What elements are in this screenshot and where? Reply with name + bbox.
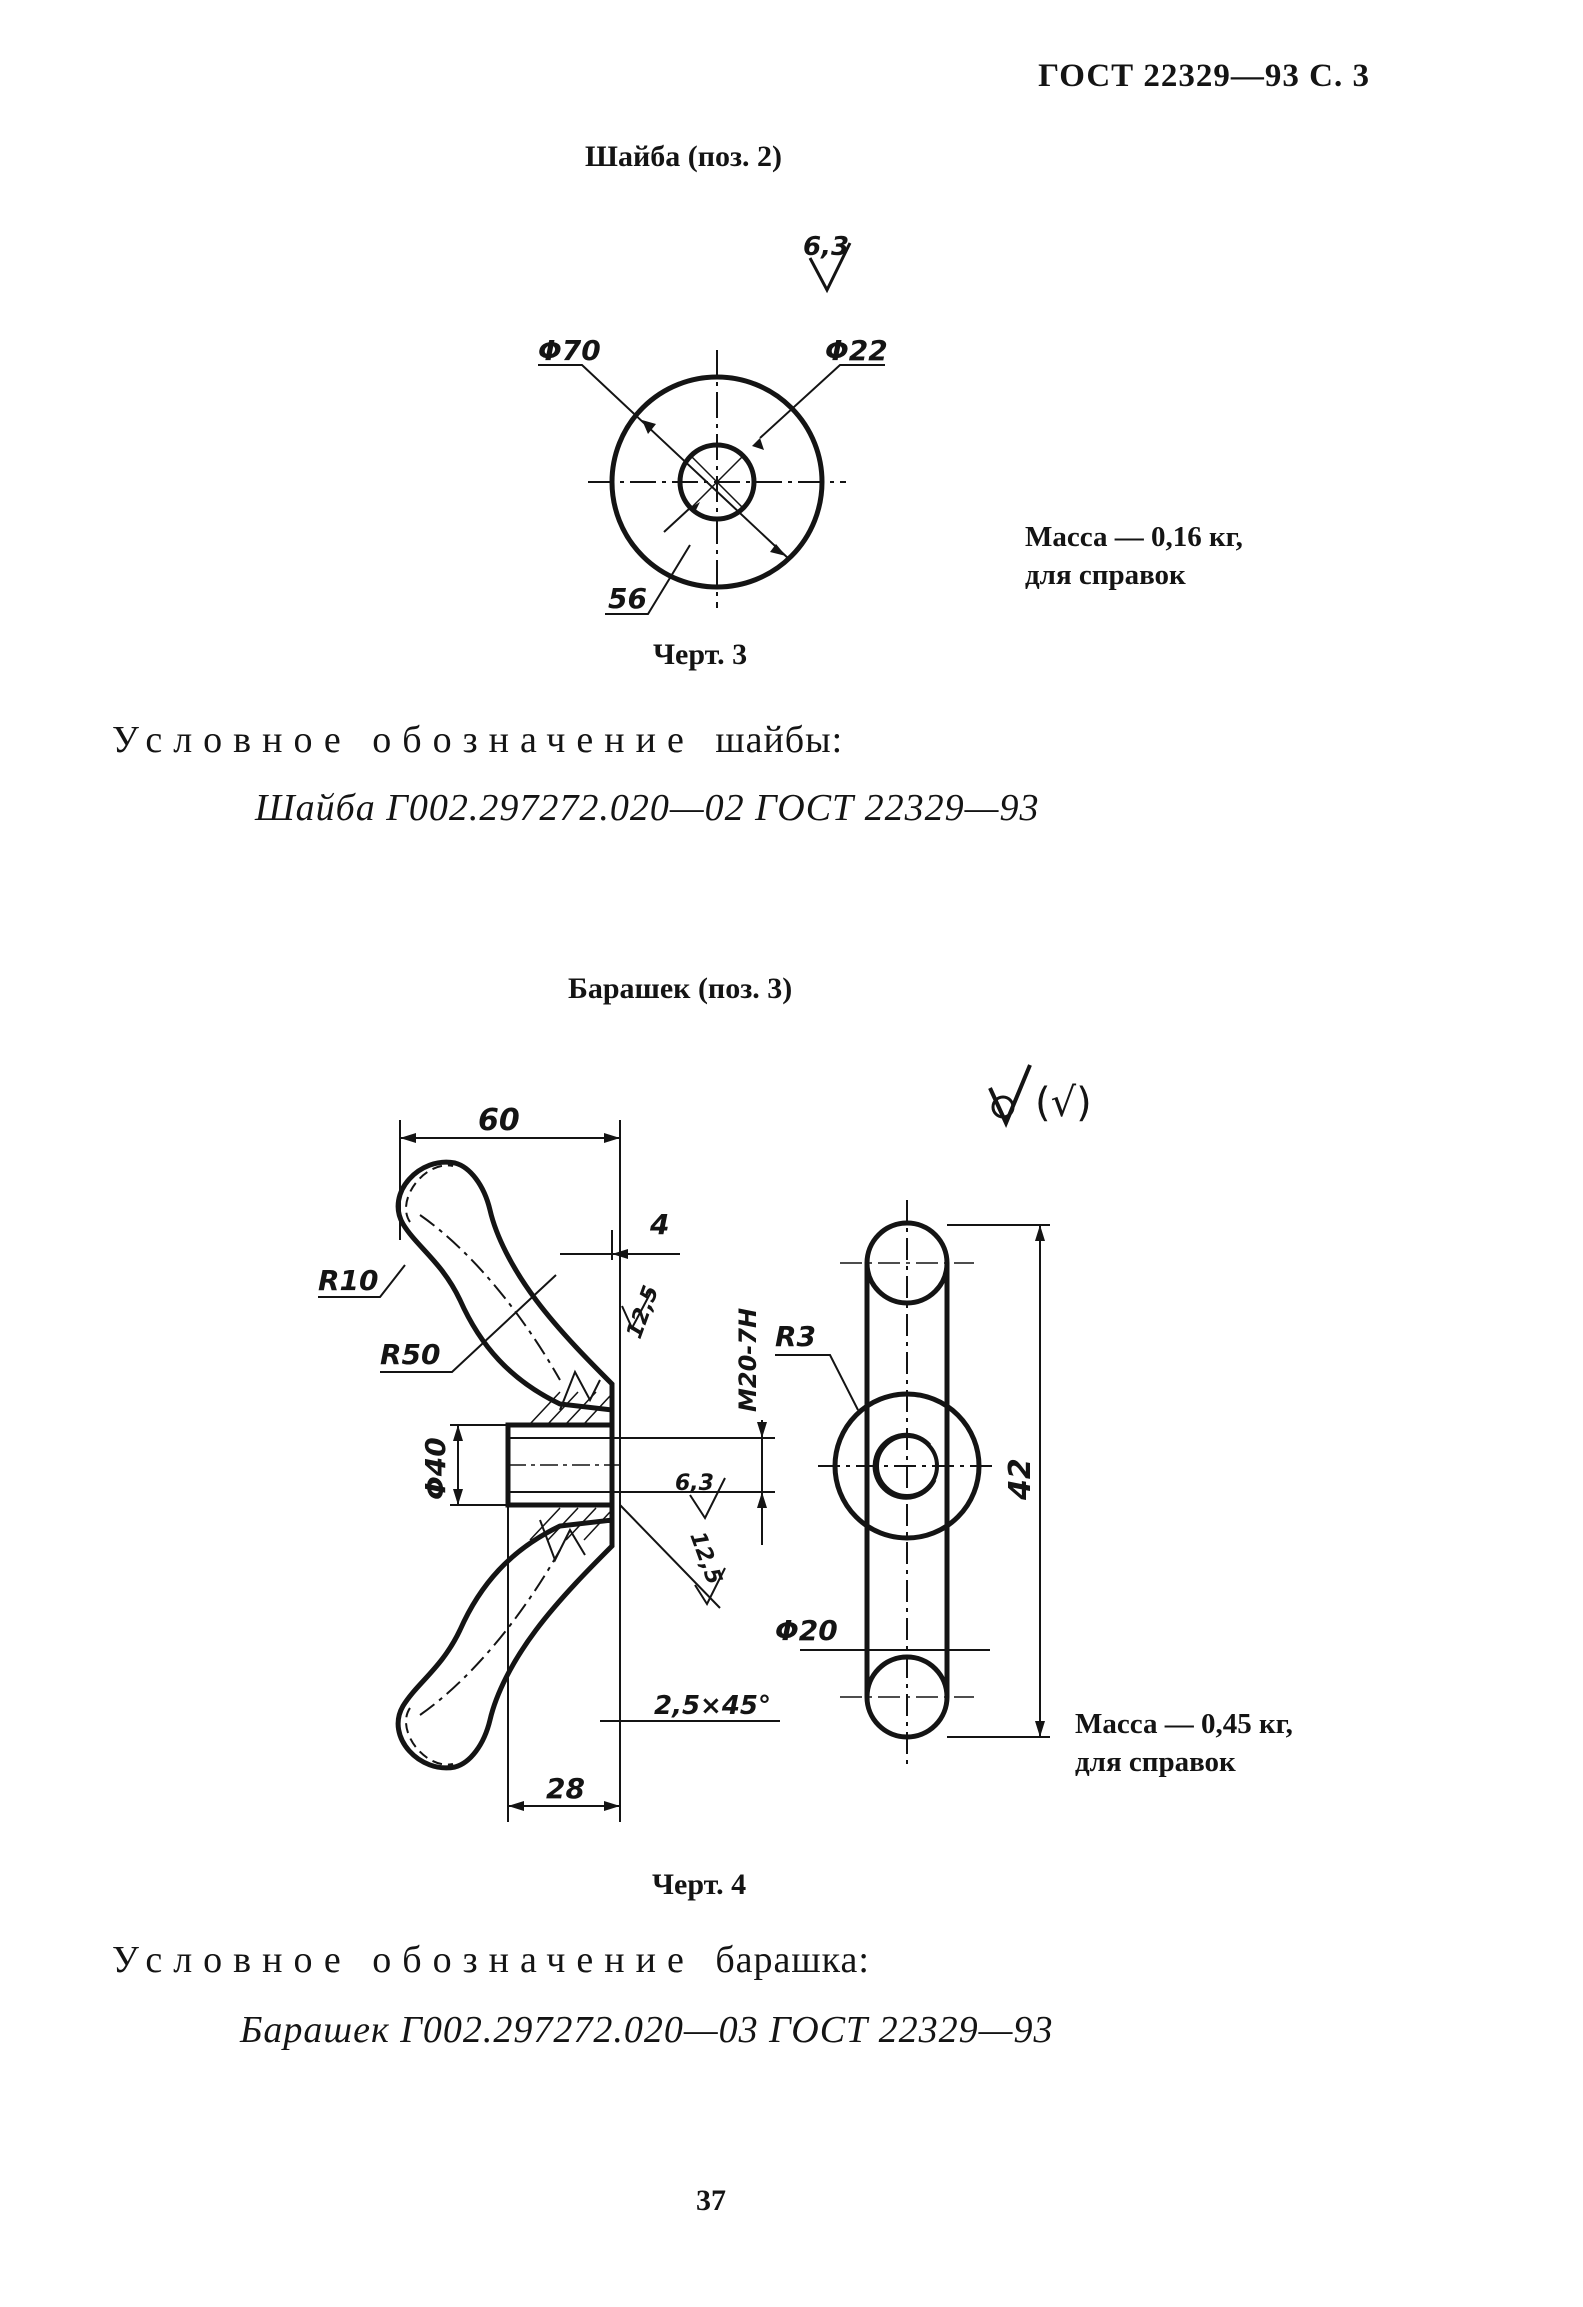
washer-roughness-value: 6,3 bbox=[803, 232, 849, 262]
washer-title: Шайба (поз. 2) bbox=[585, 140, 783, 173]
wingnut-roughness-general-mark bbox=[988, 1064, 1032, 1129]
dim-flange: 4 bbox=[649, 1208, 669, 1241]
wingnut-title: Барашек (поз. 3) bbox=[568, 972, 793, 1005]
washer-dim-outer: Φ70 bbox=[538, 334, 601, 367]
dim-height: 42 bbox=[1003, 1458, 1038, 1501]
dim-r-small: R10 bbox=[318, 1264, 379, 1297]
washer-figure-caption: Черт. 3 bbox=[653, 638, 748, 671]
wingnut-designation-label: Условное обозначение барашка: bbox=[112, 1939, 870, 1981]
dim-hub-length: 28 bbox=[546, 1772, 585, 1805]
dim-roughness-a: 12,5 bbox=[622, 1282, 664, 1342]
wingnut-designation-code: Барашек Г002.297272.020—03 ГОСТ 22329—93 bbox=[240, 2009, 1054, 2051]
dim-thread: M20-7H bbox=[734, 1308, 762, 1412]
washer-designation-label: Условное обозначение шайбы: bbox=[112, 719, 844, 761]
wingnut-front-view bbox=[818, 1200, 996, 1770]
wing-lower bbox=[395, 1517, 615, 1771]
washer-dim-width: 56 bbox=[608, 582, 647, 615]
wingnut-mass: Масса — 0,45 кг, для справок bbox=[1075, 1708, 1293, 1778]
dim-hub-diameter: Φ40 bbox=[419, 1437, 452, 1500]
dim-roughness-b: 6,3 bbox=[675, 1471, 714, 1496]
dim-chamfer: 2,5×45° bbox=[654, 1691, 771, 1721]
washer-roughness-mark bbox=[808, 242, 852, 294]
wingnut-figure-caption: Черт. 4 bbox=[652, 1868, 747, 1901]
wingnut-roughness-general: (√) bbox=[1035, 1080, 1092, 1126]
dim-end-diameter: Φ20 bbox=[775, 1614, 838, 1647]
dim-r-large: R50 bbox=[380, 1338, 441, 1371]
page-header: ГОСТ 22329—93 С. 3 bbox=[1038, 58, 1370, 94]
dim-fillet: R3 bbox=[775, 1320, 816, 1353]
page-number: 37 bbox=[696, 2184, 726, 2217]
washer-designation-code: Шайба Г002.297272.020—02 ГОСТ 22329—93 bbox=[255, 787, 1040, 829]
dim-width: 60 bbox=[478, 1103, 520, 1138]
washer-mass: Масса — 0,16 кг, для справок bbox=[1025, 521, 1243, 591]
wing-upper bbox=[395, 1159, 615, 1413]
washer-dim-inner: Φ22 bbox=[825, 334, 888, 367]
